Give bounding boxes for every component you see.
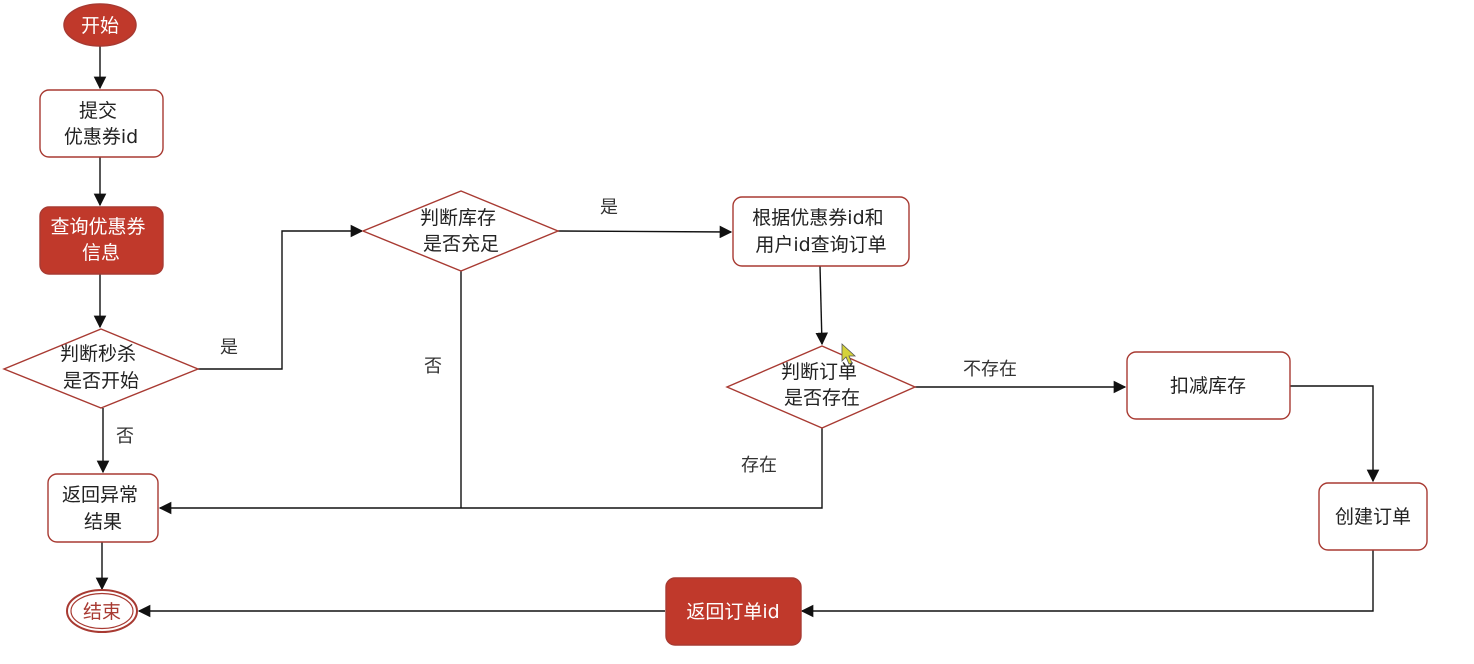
judge-stock-label: 判断库存 是否充足	[420, 207, 502, 255]
query-order-node: 根据优惠券id和 用户id查询订单	[732, 196, 910, 267]
create-order-node: 创建订单	[1318, 482, 1428, 551]
query-coupon-label: 查询优惠券 信息	[50, 216, 151, 264]
query-coupon-node: 查询优惠券 信息	[39, 206, 164, 275]
return-order-id-label: 返回订单id	[686, 601, 779, 623]
deduct-stock-label: 扣减库存	[1170, 375, 1246, 397]
judge-order-label: 判断订单 是否存在	[781, 361, 863, 409]
judge-order-decision: 判断订单 是否存在	[725, 345, 917, 429]
stock-no-label: 否	[424, 356, 442, 377]
deduct-stock-node: 扣减库存	[1126, 351, 1291, 420]
order-not-exist-label: 不存在	[963, 359, 1017, 380]
end-node: 结束	[66, 589, 138, 633]
seckill-yes-label: 是	[220, 337, 238, 358]
mouse-cursor-icon	[841, 343, 857, 365]
order-exist-label: 存在	[741, 455, 777, 476]
query-order-label: 根据优惠券id和 用户id查询订单	[752, 207, 889, 256]
edge-judge-order-exist	[158, 428, 823, 515]
return-error-node: 返回异常 结果	[47, 473, 159, 543]
judge-seckill-decision: 判断秒杀 是否开始	[2, 328, 200, 409]
end-label: 结束	[83, 601, 121, 623]
submit-coupon-node: 提交 优惠券id	[39, 89, 164, 158]
start-node: 开始	[63, 3, 137, 47]
edge-judge-seckill-yes	[198, 224, 364, 370]
judge-seckill-label: 判断秒杀 是否开始	[60, 343, 142, 392]
edges	[93, 46, 1380, 618]
edge-judge-stock-yes	[557, 225, 733, 239]
edge-deduct-to-create	[1290, 385, 1380, 483]
stock-yes-label: 是	[600, 197, 618, 218]
seckill-no-label: 否	[116, 426, 134, 447]
edge-create-to-return-order	[800, 550, 1374, 618]
edge-query-order-to-judge-order	[815, 265, 829, 346]
judge-stock-decision: 判断库存 是否充足	[361, 190, 560, 272]
return-error-label: 返回异常 结果	[62, 484, 144, 533]
return-order-id-node: 返回订单id	[665, 577, 802, 646]
start-label: 开始	[81, 15, 119, 37]
create-order-label: 创建订单	[1335, 506, 1411, 528]
submit-coupon-label: 提交 优惠券id	[64, 100, 138, 148]
